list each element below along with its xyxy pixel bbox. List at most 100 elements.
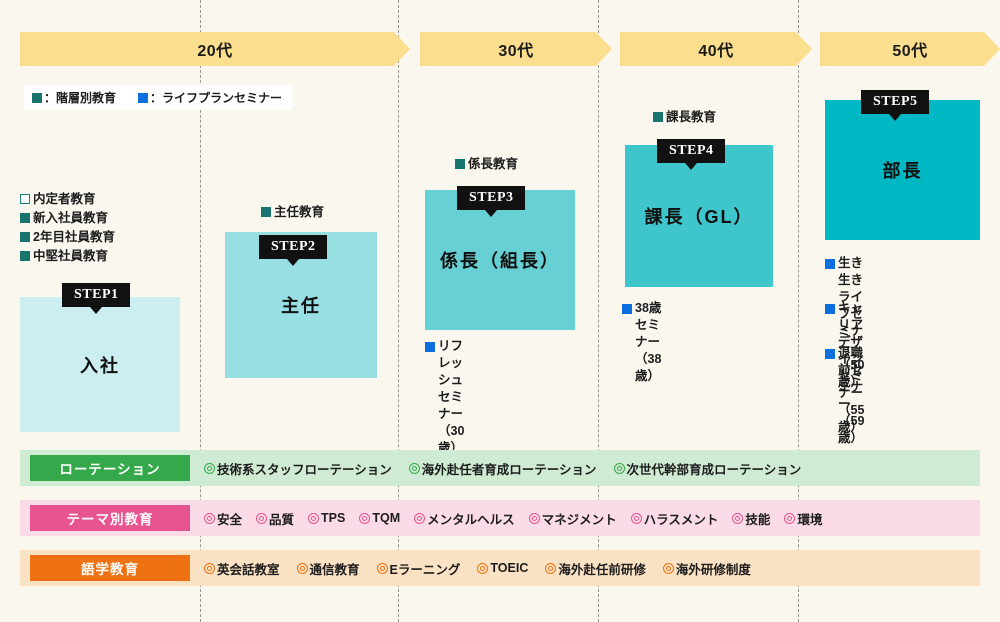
decade-header-20s: 20代 (20, 32, 410, 66)
legend: ：階層別教育 ：ライフプランセミナー (24, 85, 293, 110)
double-circle-icon (477, 562, 489, 574)
bullet-item: 2年目社員教育 (20, 228, 115, 247)
bullet-label: 課長教育 (666, 110, 717, 124)
step-1-box: 入社 (20, 297, 180, 432)
note-square-icon (825, 304, 835, 314)
note-sublabel: （55歳） (838, 403, 865, 434)
category-item-label: 英会話教室 (217, 562, 280, 577)
step-2-bullet-list: 主任教育 (261, 203, 324, 222)
bullet-label: 新入社員教育 (33, 211, 109, 225)
bullet-label: 内定者教育 (33, 192, 96, 206)
category-item-label: TPS (321, 511, 346, 525)
category-item: 技能 (732, 509, 770, 528)
decade-header-40s: 40代 (620, 32, 812, 66)
note-label: 生き生きライフセミナー (838, 256, 864, 355)
category-item-label: 安全 (217, 512, 243, 527)
double-circle-icon (528, 512, 540, 524)
step-5-title: 部長 (882, 161, 923, 181)
note-label: キャリアデザインセミナー (838, 301, 864, 400)
category-label-text: 語学教育 (81, 562, 139, 577)
step-4-title: 課長（GL） (644, 207, 754, 227)
step-5-seminar-note-3: 退職前セミナー （59歳） (825, 345, 864, 447)
double-circle-icon (256, 512, 268, 524)
note-row: 生き生きライフセミナー (825, 255, 864, 357)
category-item-label: 通信教育 (309, 562, 360, 577)
decade-label: 40代 (698, 43, 734, 60)
category-item: 通信教育 (296, 559, 360, 578)
legend-swatch-icon (32, 92, 42, 103)
note-label: リフレッシュセミナー (438, 339, 464, 421)
category-label-text: ローテーション (59, 462, 161, 477)
decade-label: 30代 (498, 43, 534, 60)
double-circle-icon (204, 462, 215, 474)
step-5-seminar-note-2: キャリアデザインセミナー （55歳） (825, 300, 864, 436)
double-circle-icon (204, 562, 215, 574)
double-circle-icon (359, 512, 371, 524)
step-badge-label: STEP2 (271, 239, 316, 254)
bullet-square-icon (261, 207, 271, 217)
category-item-label: 品質 (269, 512, 295, 527)
category-item-label: 海外赴任者育成ローテーション (421, 462, 597, 477)
decade-label: 20代 (197, 43, 233, 60)
category-label-theme-education: テーマ別教育 (30, 505, 190, 531)
step-3-box: 係長（組長） (425, 190, 575, 330)
bullet-label: 2年目社員教育 (33, 230, 115, 244)
note-row: 退職前セミナー (825, 345, 864, 413)
step-3-title: 係長（組長） (440, 251, 560, 271)
category-item: TPS (308, 511, 345, 525)
category-item-label: 海外研修制度 (675, 562, 751, 577)
step-4-bullet-list: 課長教育 (653, 108, 716, 127)
step-2-badge: STEP2 (259, 235, 327, 259)
category-item: ハラスメント (630, 509, 718, 528)
note-row: キャリアデザインセミナー (825, 300, 864, 402)
step-1-badge: STEP1 (62, 283, 130, 307)
bullet-label: 係長教育 (468, 157, 519, 171)
category-item-label: 技能 (745, 512, 771, 527)
legend-swatch-icon (138, 92, 149, 103)
note-label: 38歳セミナー（38歳） (635, 301, 662, 383)
category-items-rotation: 技術系スタッフローテーション 海外赴任者育成ローテーション 次世代幹部育成ローテ… (204, 459, 801, 478)
double-circle-icon (408, 462, 420, 474)
step-4-seminar-note: 38歳セミナー（38歳） (622, 300, 661, 385)
double-circle-icon (308, 512, 320, 524)
double-circle-icon (732, 512, 744, 524)
double-circle-icon (414, 512, 426, 524)
step-1-title: 入社 (80, 355, 120, 376)
note-square-icon (425, 342, 435, 352)
category-label-text: テーマ別教育 (66, 512, 154, 527)
bullet-label: 主任教育 (274, 205, 325, 219)
category-item-label: 環境 (797, 512, 823, 527)
note-label: 退職前セミナー (838, 346, 864, 411)
column-divider-4 (798, 0, 799, 622)
note-row: リフレッシュセミナー (425, 338, 464, 423)
category-items-language-education: 英会話教室 通信教育 Eラーニング TOEIC 海外赴任前研修 海外研修制度 (204, 559, 751, 578)
bullet-square-icon (20, 251, 30, 261)
column-divider-2 (398, 0, 399, 622)
column-divider-3 (598, 0, 599, 622)
double-circle-icon (662, 562, 674, 574)
category-item-label: 技術系スタッフローテーション (217, 462, 392, 477)
note-square-icon (825, 349, 835, 359)
category-item: 品質 (256, 509, 294, 528)
category-item: 次世代幹部育成ローテーション (613, 459, 801, 478)
decade-header-50s: 50代 (820, 32, 1000, 66)
bullet-item: 中堅社員教育 (20, 247, 115, 266)
category-row-theme-education: テーマ別教育 安全 品質 TPS TQM メンタルヘルス (20, 500, 980, 536)
step-badge-label: STEP5 (873, 94, 918, 109)
step-badge-label: STEP3 (469, 190, 514, 205)
double-circle-icon (613, 462, 625, 474)
legend-label: ：ライフプランセミナー (150, 91, 283, 105)
double-circle-icon (376, 562, 388, 574)
step-3-seminar-note: リフレッシュセミナー （30歳） (425, 338, 464, 457)
bullet-item: 新入社員教育 (20, 209, 115, 228)
double-circle-icon (784, 512, 796, 524)
category-row-rotation: ローテーション 技術系スタッフローテーション 海外赴任者育成ローテーション 次世… (20, 450, 980, 486)
category-item: 安全 (204, 509, 242, 528)
category-item-label: 海外赴任前研修 (558, 562, 646, 577)
category-item: TQM (359, 511, 400, 525)
step-badge-label: STEP1 (74, 287, 119, 302)
double-circle-icon (545, 562, 557, 574)
step-4-badge: STEP4 (657, 139, 725, 163)
category-item-label: Eラーニング (389, 562, 461, 577)
category-item: マネジメント (528, 509, 617, 528)
